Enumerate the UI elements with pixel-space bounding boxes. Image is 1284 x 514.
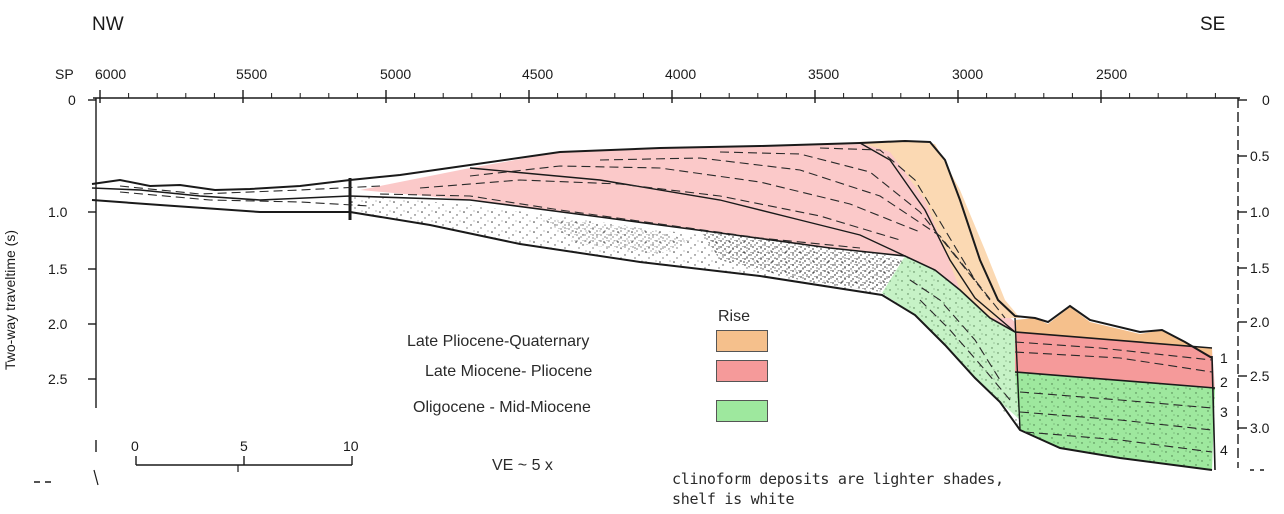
left-axis-tick-label: 1.5 <box>48 261 67 277</box>
legend-swatch-late-miocene-pliocene <box>716 360 768 382</box>
right-axis-tick-label: 0.5 <box>1250 148 1269 164</box>
left-axis-title-text: Two-way traveltime (s) <box>2 230 18 370</box>
direction-northwest: NW <box>92 14 124 36</box>
shotpoint-axis <box>93 90 1240 103</box>
shotpoint-tick-label: 5500 <box>236 66 267 82</box>
scale-bar-label: 10 <box>343 438 359 454</box>
shotpoint-tick-label: 4000 <box>665 66 696 82</box>
shotpoint-tick-label: 6000 <box>95 66 126 82</box>
shading-note-line-2: shelf is white <box>672 490 794 508</box>
shotpoint-minor-ticks <box>100 90 1215 103</box>
direction-southeast: SE <box>1200 14 1225 36</box>
sequence-number: 3 <box>1220 404 1228 420</box>
shotpoint-prefix: SP <box>55 66 74 82</box>
left-axis-foot-dash-2 <box>94 470 98 485</box>
shotpoint-tick-label: 2500 <box>1096 66 1127 82</box>
right-axis-tick-label: 2.0 <box>1250 314 1269 330</box>
shotpoint-tick-label: 3500 <box>808 66 839 82</box>
left-axis-tick-label: 1.0 <box>48 204 67 220</box>
shading-note-line-1: clinoform deposits are lighter shades, <box>672 470 1004 488</box>
right-axis-tick-label: 0 <box>1262 92 1270 108</box>
vertical-exaggeration-label: VE ~ 5 x <box>492 457 553 475</box>
legend-swatch-pliocene-quaternary <box>716 330 768 352</box>
legend-label: Oligocene - Mid-Miocene <box>413 399 591 417</box>
legend-header: Rise <box>718 308 750 326</box>
legend-swatch-oligocene-mid-miocene <box>716 400 768 422</box>
right-axis-tick-label: 3.0 <box>1250 420 1269 436</box>
legend-label: Late Pliocene-Quaternary <box>407 333 589 351</box>
shotpoint-tick-label: 3000 <box>952 66 983 82</box>
left-axis <box>34 98 98 485</box>
left-axis-tick-label: 2.0 <box>48 316 67 332</box>
sequence-number: 2 <box>1220 374 1228 390</box>
shotpoint-tick-label: 4500 <box>522 66 553 82</box>
scale-bar-label: 5 <box>240 438 248 454</box>
right-axis-tick-label: 1.0 <box>1250 204 1269 220</box>
legend-label: Late Miocene- Pliocene <box>425 363 592 381</box>
shotpoint-tick-label: 5000 <box>380 66 411 82</box>
scale-bar-label: 0 <box>131 438 139 454</box>
left-axis-tick-label: 0 <box>68 92 76 108</box>
right-axis-tick-label: 1.5 <box>1250 260 1269 276</box>
scale-bar-graphic <box>128 450 368 490</box>
right-axis-tick-label: 2.5 <box>1250 368 1269 384</box>
sequence-number: 4 <box>1220 442 1228 458</box>
sequence-number: 1 <box>1220 350 1228 366</box>
left-axis-tick-label: 2.5 <box>48 371 67 387</box>
